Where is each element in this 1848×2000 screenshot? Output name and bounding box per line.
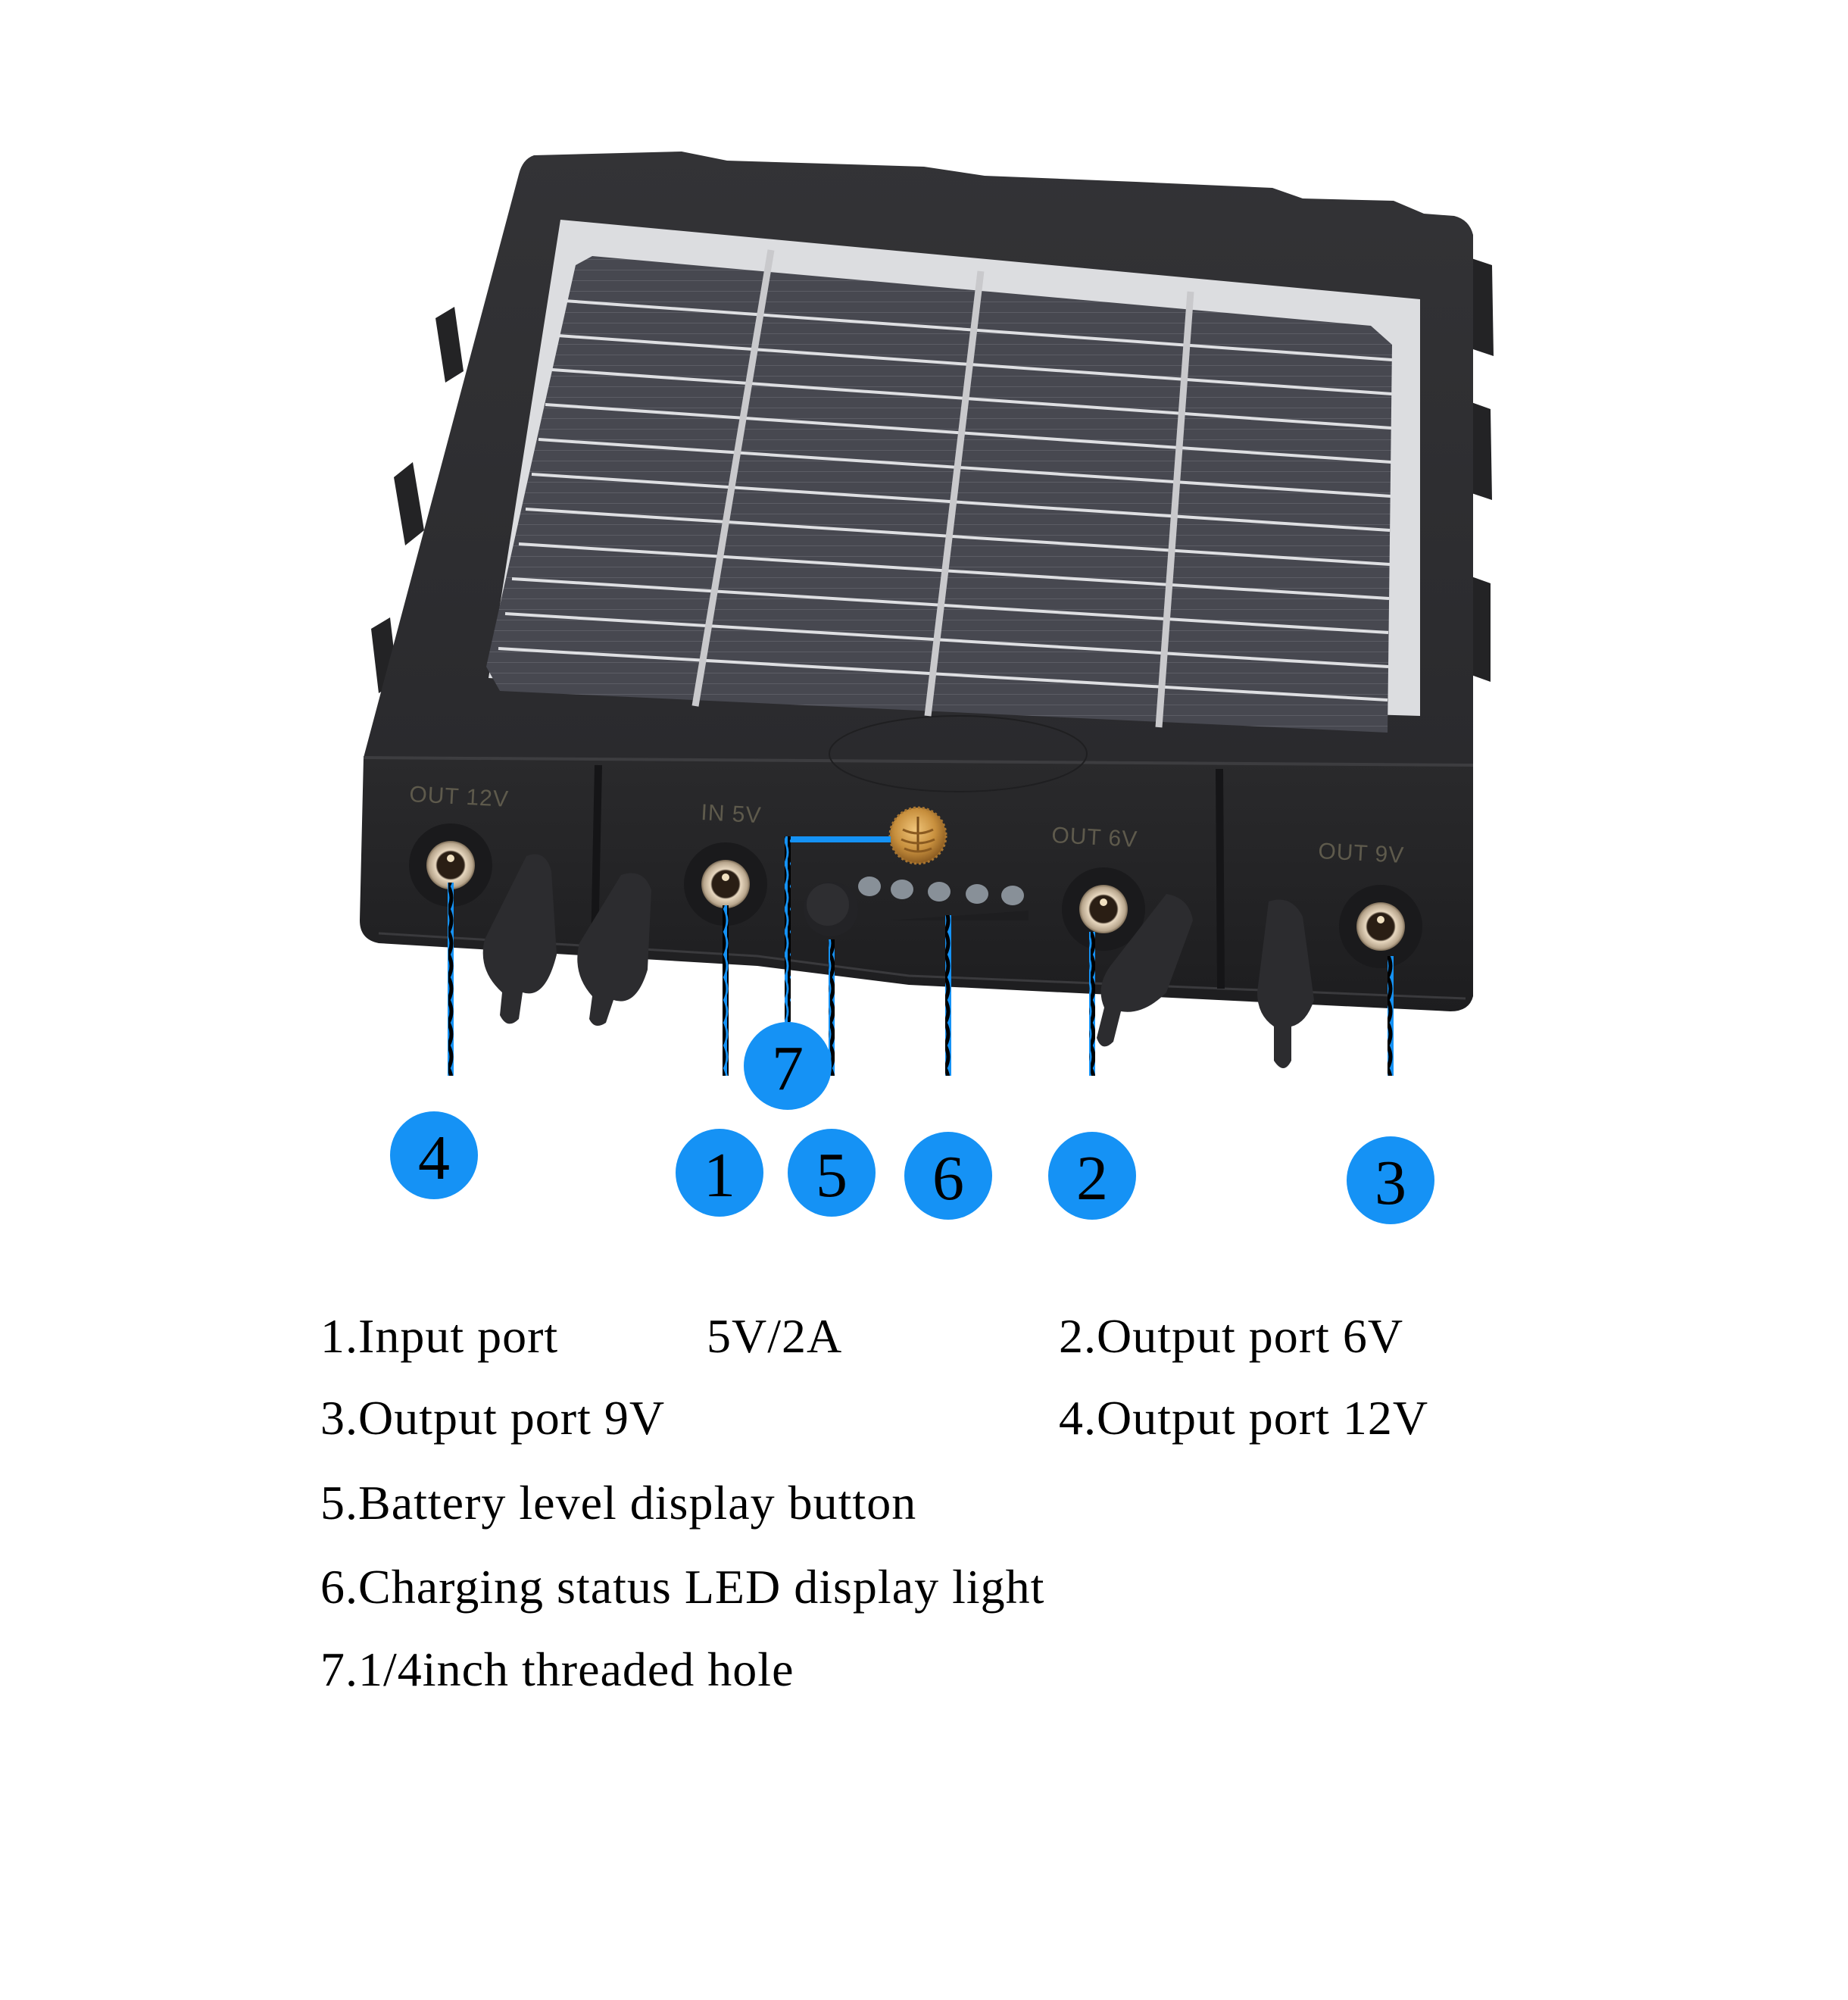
callout-6: 6 bbox=[904, 1132, 992, 1220]
cell-gridlines bbox=[498, 299, 1393, 702]
out-9v-port[interactable] bbox=[1339, 885, 1422, 968]
led-3 bbox=[928, 882, 951, 902]
led-5 bbox=[1001, 886, 1024, 905]
in-5v-embossed-label: IN 5V bbox=[701, 800, 763, 828]
leader-7-vertical bbox=[785, 836, 791, 1023]
out-12v-port[interactable] bbox=[409, 823, 492, 907]
busbars bbox=[691, 249, 1194, 728]
leader-2 bbox=[1089, 932, 1095, 1076]
legend-item-4: 4.Output port 12V bbox=[1059, 1391, 1429, 1445]
legend-item-2: 2.Output port 6V bbox=[1059, 1309, 1404, 1363]
in-5v-port[interactable] bbox=[684, 842, 767, 926]
leader-3 bbox=[1388, 956, 1394, 1076]
solar-battery-device: OUT 12V IN 5V OUT 6V OUT 9V bbox=[360, 152, 1494, 1076]
battery-button[interactable] bbox=[804, 882, 858, 936]
port-covers bbox=[482, 854, 1314, 1068]
leader-1 bbox=[723, 905, 729, 1076]
out-12v-embossed-label: OUT 12V bbox=[409, 782, 510, 812]
solar-panel bbox=[486, 220, 1420, 733]
led-indicators bbox=[858, 877, 1029, 920]
callout-4: 4 bbox=[390, 1111, 478, 1199]
out-6v-port[interactable] bbox=[1062, 867, 1145, 951]
callout-7: 7 bbox=[744, 1022, 832, 1110]
out-9v-embossed-label: OUT 9V bbox=[1318, 839, 1405, 868]
threaded-hole bbox=[888, 806, 947, 865]
legend-item-5: 5.Battery level display button bbox=[320, 1476, 917, 1530]
legend-item-7: 7.1/4inch threaded hole bbox=[320, 1642, 794, 1696]
leader-lines bbox=[448, 836, 1394, 1076]
leader-4 bbox=[448, 883, 454, 1076]
led-2 bbox=[891, 880, 913, 899]
callout-3: 3 bbox=[1347, 1136, 1434, 1224]
led-4 bbox=[966, 884, 988, 904]
legend-item-3: 3.Output port 9V bbox=[320, 1391, 666, 1445]
legend-item-1-label: 1.Input port bbox=[320, 1309, 559, 1363]
legend-item-1-value: 5V/2A bbox=[707, 1309, 843, 1363]
out-6v-embossed-label: OUT 6V bbox=[1051, 823, 1138, 852]
callout-5: 5 bbox=[788, 1129, 876, 1217]
led-1 bbox=[858, 877, 881, 896]
callout-2: 2 bbox=[1048, 1132, 1136, 1220]
leader-6 bbox=[945, 915, 951, 1076]
callout-1: 1 bbox=[676, 1129, 763, 1217]
legend-item-6: 6.Charging status LED display light bbox=[320, 1560, 1045, 1614]
leader-7-horizontal bbox=[785, 836, 891, 842]
leader-5 bbox=[829, 939, 835, 1076]
